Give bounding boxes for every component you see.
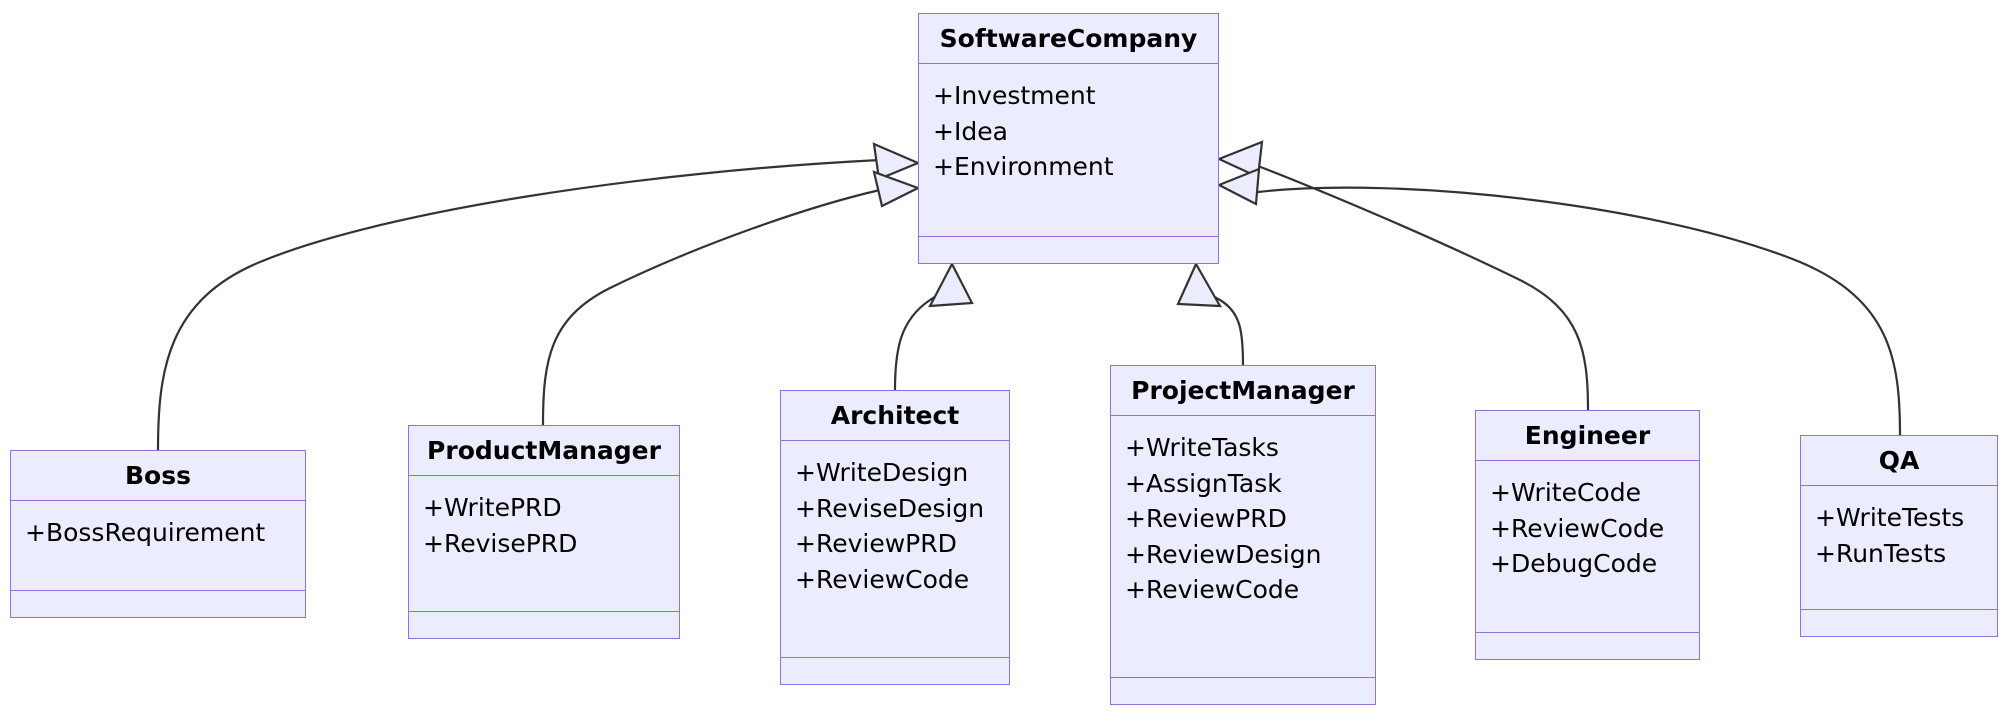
class-attributes-softwarecompany: +Investment +Idea +Environment xyxy=(919,64,1218,237)
class-attribute: +Environment xyxy=(933,152,1114,181)
class-attribute: +WriteTests xyxy=(1815,503,1965,532)
edge-projectmanager-to-softwarecompany xyxy=(1196,291,1245,366)
class-methods-architect xyxy=(781,658,1009,684)
inheritance-arrowhead-qa xyxy=(1216,167,1261,206)
class-attribute: +WriteCode xyxy=(1490,478,1641,507)
class-title-engineer: Engineer xyxy=(1476,411,1699,461)
edge-architect-to-softwarecompany xyxy=(893,289,954,391)
class-attribute: +ReviewPRD xyxy=(1125,504,1287,533)
class-attributes-architect: +WriteDesign +ReviseDesign +ReviewPRD +R… xyxy=(781,441,1009,658)
class-attributes-boss: +BossRequirement xyxy=(11,501,305,591)
class-node-softwarecompany[interactable]: SoftwareCompany +Investment +Idea +Envir… xyxy=(918,13,1219,264)
class-title-qa: QA xyxy=(1801,436,1997,486)
class-attribute: +RevisePRD xyxy=(423,528,578,558)
class-attribute: +ReviewCode xyxy=(795,564,970,594)
class-methods-productmanager xyxy=(409,612,679,638)
class-node-projectmanager[interactable]: ProjectManager +WriteTasks +AssignTask +… xyxy=(1110,365,1376,705)
class-node-productmanager[interactable]: ProductManager +WritePRD +RevisePRD xyxy=(408,425,680,639)
class-title-softwarecompany: SoftwareCompany xyxy=(919,14,1218,64)
inheritance-arrowhead-boss xyxy=(872,142,921,181)
class-attribute: +BossRequirement xyxy=(25,518,266,547)
inheritance-arrowhead-projectmanager xyxy=(1176,261,1222,308)
class-attributes-engineer: +WriteCode +ReviewCode +DebugCode xyxy=(1476,461,1699,633)
class-methods-engineer xyxy=(1476,633,1699,659)
class-attribute: +WriteTasks xyxy=(1125,433,1279,462)
class-title-architect: Architect xyxy=(781,391,1009,441)
class-attributes-qa: +WriteTests +RunTests xyxy=(1801,486,1997,610)
class-attribute: +Idea xyxy=(933,116,1008,146)
class-attribute: +RunTests xyxy=(1815,538,1947,568)
class-methods-projectmanager xyxy=(1111,678,1375,704)
class-title-boss: Boss xyxy=(11,451,305,501)
class-attribute: +AssignTask xyxy=(1125,468,1282,498)
class-node-qa[interactable]: QA +WriteTests +RunTests xyxy=(1800,435,1998,637)
class-attribute: +ReviewCode xyxy=(1490,513,1665,543)
class-node-engineer[interactable]: Engineer +WriteCode +ReviewCode +DebugCo… xyxy=(1475,410,1700,660)
class-attributes-projectmanager: +WriteTasks +AssignTask +ReviewPRD +Revi… xyxy=(1111,416,1375,678)
edge-boss-to-softwarecompany xyxy=(156,158,881,451)
class-title-projectmanager: ProjectManager xyxy=(1111,366,1375,416)
class-attribute: +ReviseDesign xyxy=(795,493,985,523)
class-node-architect[interactable]: Architect +WriteDesign +ReviseDesign +Re… xyxy=(780,390,1010,685)
class-attribute: +ReviewDesign xyxy=(1125,539,1322,569)
class-node-boss[interactable]: Boss +BossRequirement xyxy=(10,450,306,618)
class-title-productmanager: ProductManager xyxy=(409,426,679,476)
inheritance-arrowhead-productmanager xyxy=(872,170,921,208)
class-attribute: +ReviewCode xyxy=(1125,575,1300,604)
class-methods-qa xyxy=(1801,610,1997,636)
class-attribute: +Investment xyxy=(933,81,1096,110)
inheritance-arrowhead-architect xyxy=(928,261,974,308)
inheritance-arrowhead-engineer xyxy=(1216,140,1264,179)
class-attribute: +DebugCode xyxy=(1490,549,1658,578)
class-attribute: +WriteDesign xyxy=(795,458,969,487)
class-methods-boss xyxy=(11,591,305,617)
class-attribute: +ReviewPRD xyxy=(795,529,957,558)
class-methods-softwarecompany xyxy=(919,237,1218,263)
class-attribute: +WritePRD xyxy=(423,493,562,522)
class-attributes-productmanager: +WritePRD +RevisePRD xyxy=(409,476,679,612)
